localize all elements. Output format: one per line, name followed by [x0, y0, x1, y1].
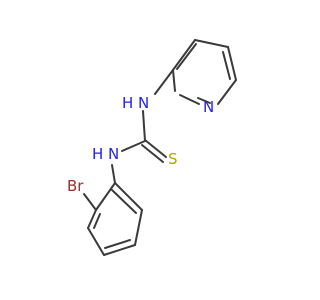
bond-c3-c2	[87, 209, 97, 229]
bond-c6-c5	[134, 209, 143, 246]
bond-c2-c3	[172, 39, 196, 71]
bond-c4-c5	[227, 46, 237, 81]
bond-nh-c1	[111, 164, 116, 184]
atom-br: Br	[67, 177, 84, 195]
molecule-canvas: H N H N S N Br	[67, 39, 237, 256]
bond-c5-c4	[103, 244, 136, 256]
bond-c4-c5-inner	[222, 51, 231, 80]
atom-n-ring: N	[203, 98, 214, 116]
bond-c5-c6	[217, 79, 237, 105]
atom-n-upper: N	[138, 94, 149, 112]
bond-c2-br	[83, 193, 97, 211]
bond-c2-c3-inner	[176, 43, 197, 70]
bond-c4-c3	[87, 227, 105, 256]
atom-n-lower: N	[108, 145, 119, 163]
bond-c3-c4	[194, 39, 229, 48]
bond-c-nh-lower	[121, 140, 146, 152]
bond-c5-c4-inner	[104, 239, 131, 249]
atom-h-lower: H	[92, 145, 103, 163]
bond-n-c6-inner	[197, 97, 211, 104]
bond-c2-nh	[154, 69, 174, 95]
bond-nh-c	[142, 110, 146, 142]
bond-c1-c6	[114, 182, 143, 211]
bond-n-c6	[179, 94, 200, 105]
structure-diagram: H N H N S N Br	[67, 39, 237, 256]
thiourea-core	[121, 110, 167, 163]
bond-c-s-1	[144, 139, 167, 158]
bond-c2-n	[172, 69, 176, 92]
bond-c-s-2	[141, 144, 164, 163]
bond-c3-c2-inner	[93, 213, 101, 229]
atom-s: S	[168, 150, 178, 168]
bond-c1-c2	[95, 182, 116, 211]
bond-c1-c6-inner	[111, 189, 137, 214]
atom-h-upper: H	[122, 94, 133, 112]
bromophenyl-ring	[83, 164, 143, 256]
pyridine-ring	[154, 39, 237, 105]
